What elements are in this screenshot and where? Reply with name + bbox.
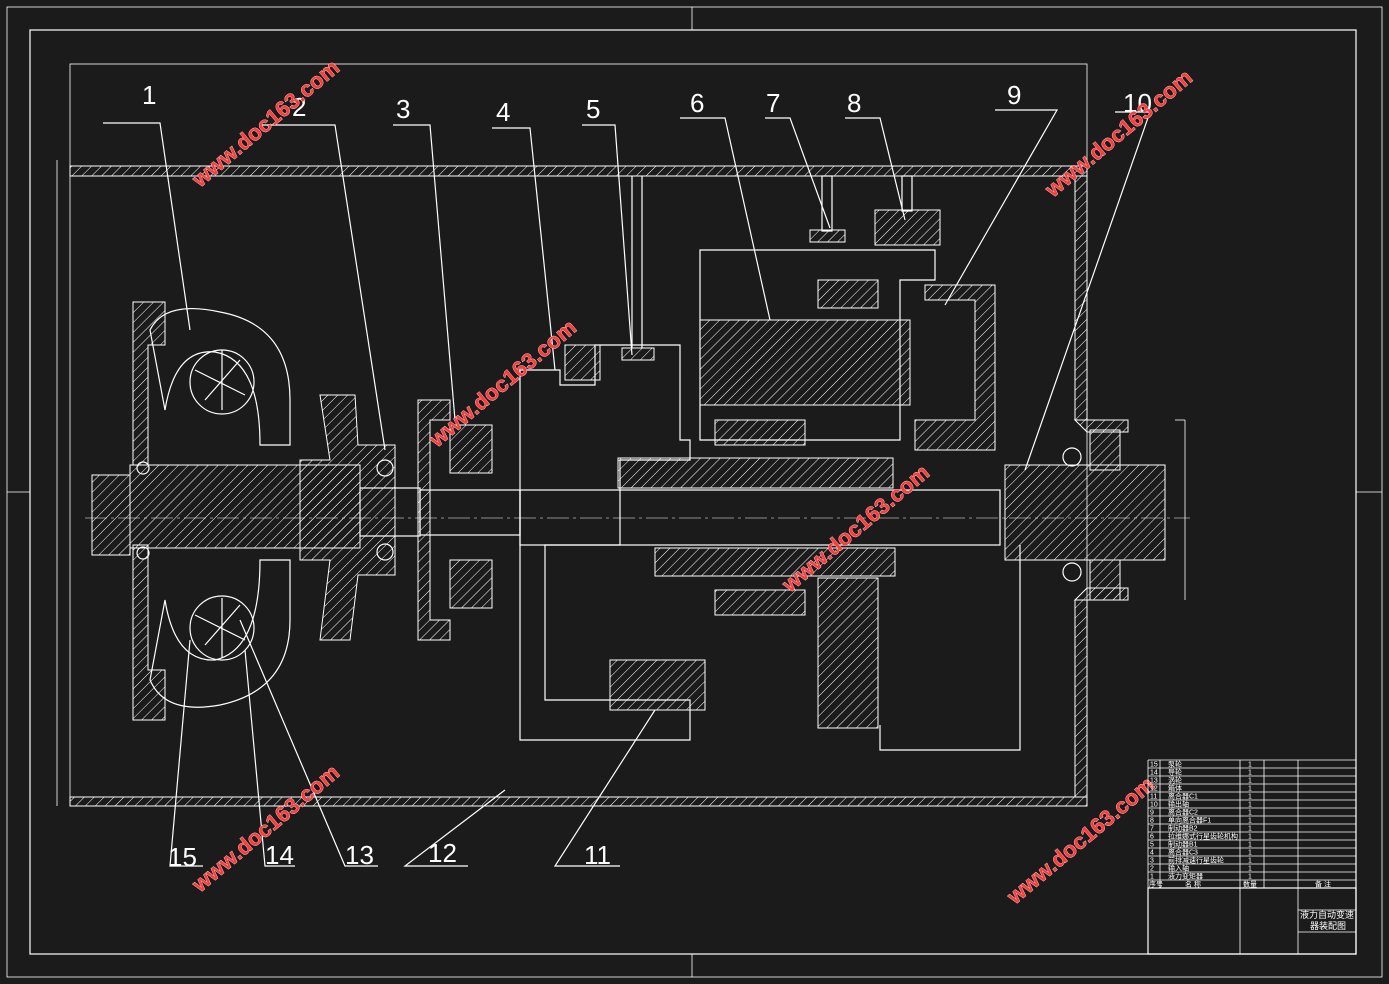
bom-row-qty: 1	[1248, 770, 1252, 777]
balloon-3: 3	[396, 94, 410, 124]
bom-row-no: 5	[1150, 842, 1154, 849]
bom-row-name: 箱体	[1168, 784, 1182, 793]
bom-row-no: 12	[1150, 786, 1158, 793]
bom-row-qty: 1	[1248, 866, 1252, 873]
bom-header-note: 备 注	[1315, 880, 1331, 889]
bom-row-no: 1	[1150, 874, 1154, 881]
bom-row-name: 涡轮	[1168, 776, 1182, 785]
ravigneaux-planetary	[617, 249, 936, 729]
balloon-14: 14	[265, 840, 294, 870]
balloon-1: 1	[142, 80, 156, 110]
bom-row-qty: 1	[1248, 858, 1252, 865]
housing	[69, 165, 1129, 807]
bom-row-name: 离合器C2	[1168, 808, 1198, 817]
bom-row-no: 7	[1150, 826, 1154, 833]
balloon-13: 13	[345, 840, 374, 870]
balloon-6: 6	[690, 88, 704, 118]
balloon-7: 7	[766, 88, 780, 118]
bom-row-qty: 1	[1248, 826, 1252, 833]
balloon-15: 15	[168, 842, 197, 872]
sheet-border	[6, 6, 1383, 978]
bom-row-qty: 1	[1248, 850, 1252, 857]
front-planetary	[417, 399, 521, 641]
balloon-labels: 1 2 3 4 5 6 7 8 9 10 11 12 13 14 15	[142, 80, 1152, 872]
watermark-2: www.doc163.com	[423, 315, 581, 453]
bom-row-no: 2	[1150, 866, 1154, 873]
balloon-10: 10	[1123, 88, 1152, 118]
drawing-title-line1: 液力自动变速	[1300, 909, 1354, 920]
balloon-11: 11	[584, 840, 611, 870]
clutch-c2	[879, 284, 1021, 751]
bom-row-qty: 1	[1248, 762, 1252, 769]
bom-row-name: 离合器C3	[1168, 848, 1198, 857]
balloon-12: 12	[428, 838, 457, 868]
bom-row-name: 导轮	[1168, 768, 1182, 777]
bom-row-no: 11	[1150, 794, 1157, 801]
brake-b2-f1	[809, 175, 941, 246]
bom-row-qty: 1	[1248, 802, 1252, 809]
bom-row-qty: 1	[1248, 810, 1252, 817]
balloon-4: 4	[496, 97, 510, 127]
watermark-4: www.doc163.com	[1039, 65, 1197, 203]
watermark-5: www.doc163.com	[186, 760, 344, 898]
bom-row-name: 输出轴	[1168, 800, 1189, 809]
output-shaft	[1004, 419, 1186, 601]
bom-row-no: 3	[1150, 858, 1154, 865]
bom-header-name: 名 称	[1185, 880, 1201, 889]
balloon-2: 2	[292, 92, 306, 122]
balloon-9: 9	[1007, 80, 1021, 110]
bom-row-no: 13	[1150, 778, 1158, 785]
bom-row-no: 4	[1150, 850, 1154, 857]
bom-row-qty: 1	[1248, 842, 1252, 849]
bom-row-name: 制动器B1	[1168, 840, 1198, 849]
leader-lines	[103, 109, 1151, 867]
bom-row-no: 10	[1150, 802, 1158, 809]
drawing-title-line2: 器装配图	[1310, 920, 1346, 931]
bom-row-qty: 1	[1248, 874, 1252, 881]
bom-row-no: 14	[1150, 770, 1158, 777]
clutch-drum	[519, 176, 1001, 741]
bom-header-qty: 数量	[1243, 880, 1257, 889]
bom-row-name: 输入轴	[1168, 864, 1189, 873]
bom-row-name: 液力变矩器	[1168, 872, 1203, 881]
input-shaft-pump	[299, 394, 421, 641]
bom-header-no: 序号	[1149, 880, 1163, 889]
bom-row-name: 制动器B2	[1168, 824, 1198, 833]
balloon-5: 5	[586, 94, 600, 124]
bom-row-qty: 1	[1248, 786, 1252, 793]
bom-row-qty: 1	[1248, 778, 1252, 785]
bom-row-qty: 1	[1248, 794, 1252, 801]
title-block: 液力自动变速 器装配图	[1147, 887, 1357, 955]
bom-row-qty: 1	[1248, 834, 1252, 841]
bom-row-qty: 1	[1248, 818, 1252, 825]
balloon-8: 8	[847, 88, 861, 118]
bom-row-no: 9	[1150, 810, 1154, 817]
bom-row-no: 6	[1150, 834, 1154, 841]
bom-row-name: 拉维娜式行星齿轮机构	[1168, 832, 1238, 841]
bom-row-no: 8	[1150, 818, 1154, 825]
bom-row-name: 前排减速行星齿轮	[1168, 856, 1224, 865]
bom-row-no: 15	[1150, 762, 1158, 769]
bom-row-name: 泵轮	[1168, 760, 1182, 769]
bom-row-name: 离合器C1	[1168, 792, 1198, 801]
bom-row-name: 单向离合器F1	[1168, 816, 1211, 825]
